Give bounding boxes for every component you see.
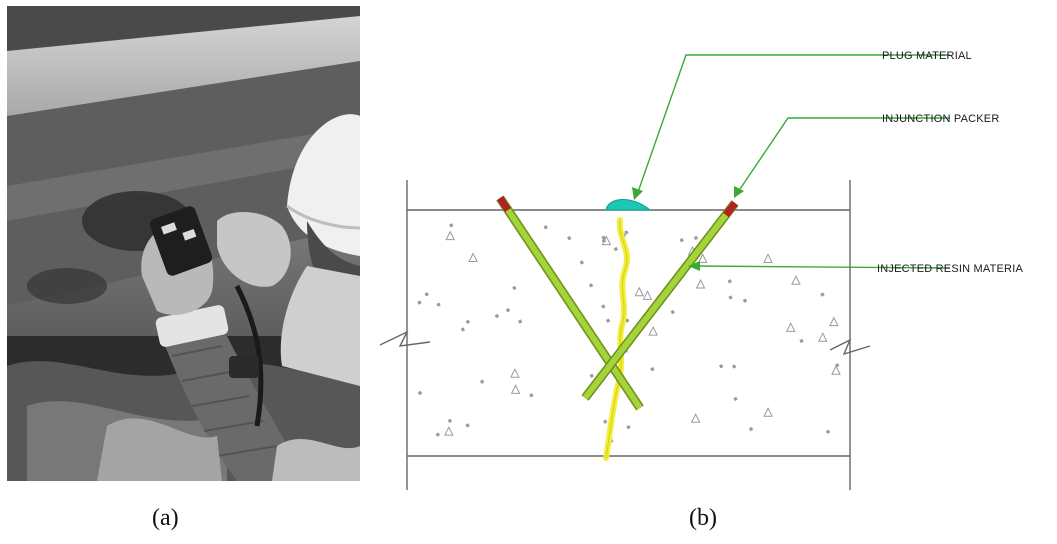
aggregate-dot xyxy=(417,390,423,396)
aggregate-dot xyxy=(543,225,548,230)
aggregate-triangle xyxy=(763,407,773,417)
aggregate-triangle xyxy=(695,278,706,289)
aggregate-triangle xyxy=(697,253,708,263)
aggregate-dot xyxy=(589,373,594,378)
aggregate-dot xyxy=(728,295,733,300)
aggregate-dot xyxy=(624,230,629,235)
aggregate-dot xyxy=(588,283,594,288)
aggregate-dot xyxy=(748,426,754,432)
aggregate-dot xyxy=(820,292,825,297)
aggregate-dot xyxy=(449,223,454,228)
aggregate-triangle xyxy=(829,316,839,327)
aggregate-dot xyxy=(479,379,485,384)
aggregate-triangle xyxy=(468,252,478,263)
aggregate-dot xyxy=(626,424,631,430)
aggregate-dot xyxy=(424,292,429,297)
photo-worker-injecting-crack xyxy=(7,6,360,481)
aggregate-dot xyxy=(436,302,441,307)
aggregate-dot xyxy=(727,279,732,284)
label-injected-resin: INJECTED RESIN MATERIA xyxy=(877,263,1023,275)
leader-lines xyxy=(637,54,951,269)
aggregate-triangle xyxy=(817,332,828,342)
photo-illustration xyxy=(7,6,360,481)
aggregate-dot xyxy=(825,429,831,434)
plug-arrowhead xyxy=(632,187,643,200)
break-symbol-right xyxy=(829,338,871,356)
injection-packer-right xyxy=(581,200,739,401)
resin-leader xyxy=(695,265,951,269)
caption-a: (a) xyxy=(152,505,179,531)
caption-b: (b) xyxy=(689,505,717,531)
concrete-section xyxy=(407,170,850,456)
aggregate-triangle xyxy=(445,230,456,241)
aggregate-dot xyxy=(505,308,511,313)
aggregate-triangle xyxy=(648,325,658,336)
plug-material xyxy=(605,199,652,211)
aggregate-dot xyxy=(567,235,572,241)
aggregate-dot xyxy=(447,418,453,424)
aggregate-dot xyxy=(613,246,619,252)
aggregate-dot xyxy=(529,393,534,398)
aggregate-dot xyxy=(603,419,608,424)
break-symbol-left xyxy=(379,330,431,347)
aggregate-dot xyxy=(465,319,470,324)
aggregate-dot xyxy=(670,309,675,315)
aggregate-dot xyxy=(719,364,724,369)
injection-schematic xyxy=(379,54,951,490)
packer-arrowhead xyxy=(734,186,744,198)
aggregate-dot xyxy=(512,285,517,291)
aggregate-triangle xyxy=(444,426,454,436)
aggregate-triangle xyxy=(642,290,653,300)
aggregate-dot xyxy=(435,432,440,437)
aggregate-triangle xyxy=(690,413,701,423)
crack-line xyxy=(605,219,628,459)
label-plug-material: PLUG MATERIAL xyxy=(882,50,972,62)
packer-leader xyxy=(737,117,950,193)
aggregate-triangle xyxy=(831,365,841,375)
aggregate-triangle xyxy=(791,275,801,285)
aggregate-dot xyxy=(625,318,630,323)
aggregate-dot xyxy=(679,238,684,243)
injection-packer-left xyxy=(496,195,644,411)
aggregate-triangle xyxy=(763,253,773,263)
aggregate-dot xyxy=(465,423,470,428)
aggregate-dot xyxy=(601,238,607,244)
resin-arrowhead xyxy=(688,261,700,271)
aggregate-dot xyxy=(733,396,738,402)
plug-leader xyxy=(637,54,950,193)
aggregate-dot xyxy=(731,364,737,369)
aggregate-dot xyxy=(650,367,655,372)
aggregate-dot xyxy=(579,260,584,265)
aggregate-dot xyxy=(601,304,606,309)
aggregate-triangle xyxy=(510,368,520,378)
aggregate-dot xyxy=(605,318,611,323)
aggregate-dot xyxy=(518,319,523,324)
aggregate-triangle xyxy=(510,384,521,394)
label-injunction-packer: INJUNCTION PACKER xyxy=(882,113,1000,125)
aggregate-dot xyxy=(693,235,699,241)
leader-arrowheads xyxy=(632,186,744,271)
aggregate-dot xyxy=(601,235,606,240)
aggregate-dot xyxy=(494,313,500,319)
aggregate-dot xyxy=(799,338,804,344)
injection-diagram: PLUG MATERIAL INJUNCTION PACKER INJECTED… xyxy=(370,40,1057,490)
aggregate-dot xyxy=(417,300,422,305)
aggregate-dot xyxy=(742,298,748,303)
aggregate-dot xyxy=(460,327,466,332)
aggregate-triangle xyxy=(634,286,645,297)
aggregate-triangle xyxy=(785,322,796,332)
